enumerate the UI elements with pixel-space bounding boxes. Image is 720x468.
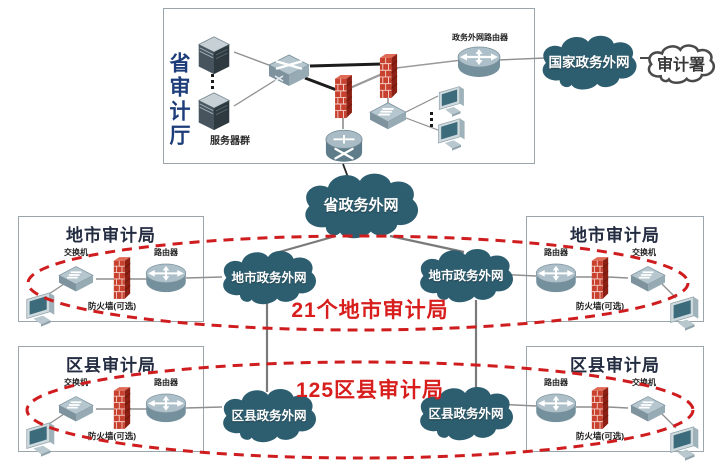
audit-office-cloud: 审计署 [643, 36, 719, 90]
audit-office-cloud-label: 审计署 [656, 57, 705, 74]
firewall-label: 防火墙(可选) [575, 431, 625, 441]
firewall-icon [113, 386, 131, 430]
access-switch-icon [58, 395, 94, 423]
firewall-label: 防火墙(可选) [575, 301, 625, 311]
ellipsis-dots-icon [211, 74, 214, 89]
switch-label: 交换机 [632, 248, 656, 257]
server-icon [198, 36, 230, 75]
router-icon [456, 46, 502, 79]
pc-icon [438, 86, 465, 118]
router-icon [535, 393, 577, 424]
server-icon [198, 92, 230, 131]
router-label: 路由器 [544, 378, 568, 387]
city-bureau-right-title: 地市审计局 [570, 226, 660, 245]
firewall-label: 防火墙(可选) [87, 301, 137, 311]
switch-label: 交换机 [632, 378, 656, 387]
router-icon [145, 393, 187, 424]
county-bureau-left-title: 区县审计局 [66, 356, 156, 375]
pc-icon [670, 426, 699, 462]
national-extranet-cloud: 国家政务外网 [534, 28, 644, 94]
city-bureau-count-note: 21个地市审计局 [291, 299, 449, 322]
provincial-extranet-cloud: 省政务外网 [295, 168, 427, 240]
firewall-icon [334, 74, 353, 119]
access-switch-icon [369, 101, 407, 131]
provincial-extranet-cloud-label: 省政务外网 [323, 196, 399, 214]
firewall-icon [591, 256, 609, 300]
layer3-switch-icon [324, 129, 364, 163]
pc-icon [26, 292, 55, 328]
firewall-icon [591, 386, 609, 430]
pc-icon [670, 296, 699, 332]
router-icon [535, 263, 577, 294]
city-bureau-left-title: 地市审计局 [66, 226, 156, 245]
switch-label: 交换机 [64, 378, 88, 387]
router-label: 路由器 [154, 248, 178, 257]
pc-icon [438, 118, 466, 152]
national-extranet-cloud-label: 国家政务外网 [548, 55, 630, 70]
server-group-label: 服务器群 [210, 136, 250, 147]
extranet-router-label: 政务外网路由器 [452, 33, 508, 42]
core-switch-icon [267, 53, 311, 88]
router-icon [145, 263, 187, 294]
access-switch-icon [58, 265, 94, 293]
ellipsis-dots-icon [430, 112, 433, 127]
provincial-office-vertical-title: 省审计厅 [167, 52, 190, 148]
access-switch-icon [630, 395, 666, 423]
pc-icon [26, 422, 55, 458]
firewall-icon [379, 53, 398, 99]
access-switch-icon [630, 265, 666, 293]
county-bureau-right-title: 区县审计局 [570, 356, 660, 375]
firewall-label: 防火墙(可选) [87, 431, 137, 441]
router-label: 路由器 [154, 378, 178, 387]
router-label: 路由器 [544, 248, 568, 257]
firewall-icon [113, 256, 131, 300]
switch-label: 交换机 [64, 248, 88, 257]
county-bureau-count-note: 125区县审计局 [295, 379, 445, 402]
